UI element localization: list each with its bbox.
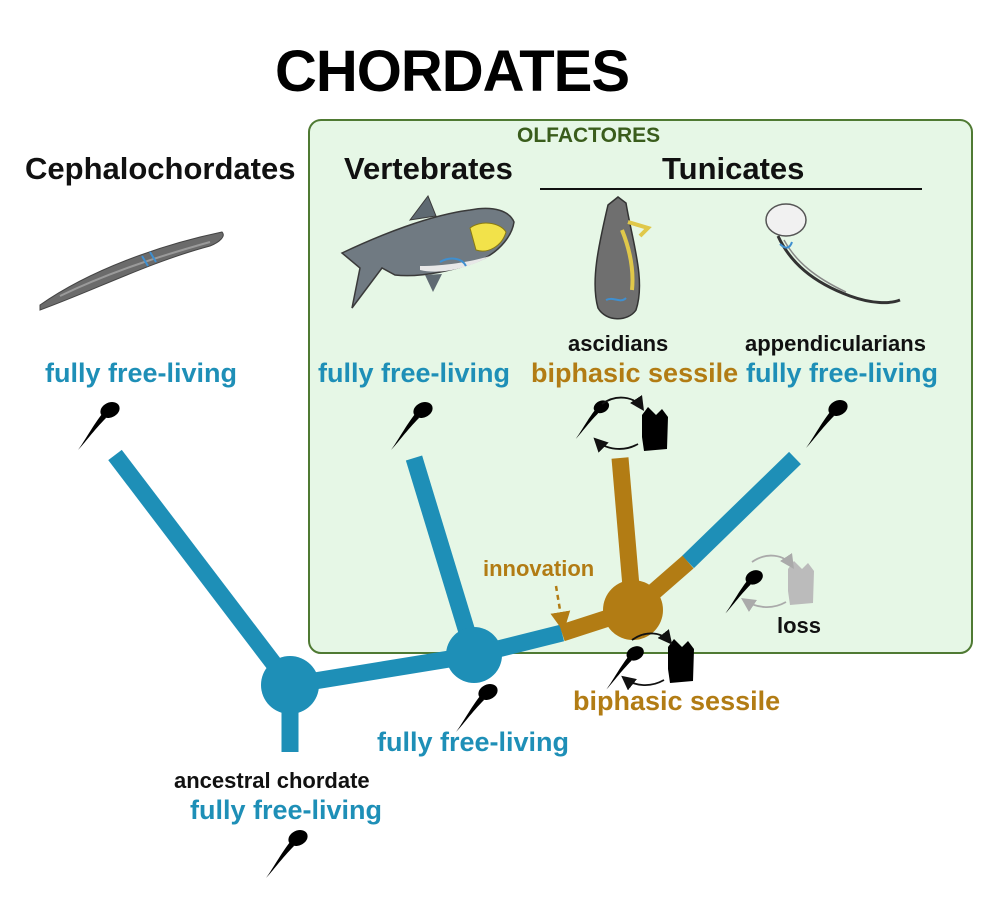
innovation-arrow bbox=[550, 585, 571, 632]
branch-cephalochordates bbox=[108, 449, 297, 691]
cycle-arrow bbox=[631, 629, 673, 645]
innovation-label: innovation bbox=[483, 556, 595, 581]
lifestyle-ancestral-tunicate: biphasic sessile bbox=[573, 686, 781, 716]
subgroup-appendicularians: appendicularians bbox=[745, 331, 926, 356]
lifestyle-vertebrates: fully free-living bbox=[318, 358, 511, 388]
cycle-arrow bbox=[621, 675, 665, 691]
ancestral-chordate-label: ancestral chordate bbox=[174, 768, 370, 793]
tadpole-larva-icon bbox=[78, 398, 123, 450]
cycle-arrow bbox=[601, 395, 644, 411]
loss-cycle-arrow bbox=[741, 598, 787, 612]
lifestyle-ancestral-chordate: fully free-living bbox=[190, 795, 383, 825]
loss-cycle-arrow bbox=[751, 553, 794, 569]
node-tunicates bbox=[603, 580, 663, 640]
group-tunicates: Tunicates bbox=[662, 151, 805, 186]
node-ancestral-chordate bbox=[261, 656, 319, 714]
subgroup-ascidians: ascidians bbox=[568, 331, 669, 356]
tadpole-larva-icon bbox=[266, 826, 311, 878]
loss-label: loss bbox=[777, 613, 822, 638]
tadpole-larva-icon bbox=[456, 680, 501, 732]
ascidian-illustration bbox=[594, 196, 652, 320]
lifestyle-cephalochordates: fully free-living bbox=[45, 358, 238, 388]
lifestyle-appendicularians: fully free-living bbox=[746, 358, 939, 388]
life-cycle-arrows bbox=[593, 395, 794, 691]
node-olfactores bbox=[446, 627, 502, 683]
shark-illustration bbox=[340, 194, 515, 309]
branch-vertebrates bbox=[405, 455, 483, 658]
amphioxus-illustration bbox=[39, 231, 224, 311]
branch-appendicularians-upper bbox=[682, 451, 801, 569]
diagram-title: CHORDATES bbox=[275, 39, 630, 104]
group-vertebrates: Vertebrates bbox=[344, 151, 513, 186]
olfactores-label: OLFACTORES bbox=[517, 124, 661, 147]
appendicularian-illustration bbox=[765, 203, 901, 305]
lifestyle-ascidians: biphasic sessile bbox=[531, 358, 739, 388]
cycle-arrow bbox=[593, 437, 639, 453]
lifestyle-ancestral-olfactores: fully free-living bbox=[377, 727, 570, 757]
branch-olfactores-stem bbox=[288, 646, 476, 694]
group-cephalochordates: Cephalochordates bbox=[25, 151, 296, 186]
